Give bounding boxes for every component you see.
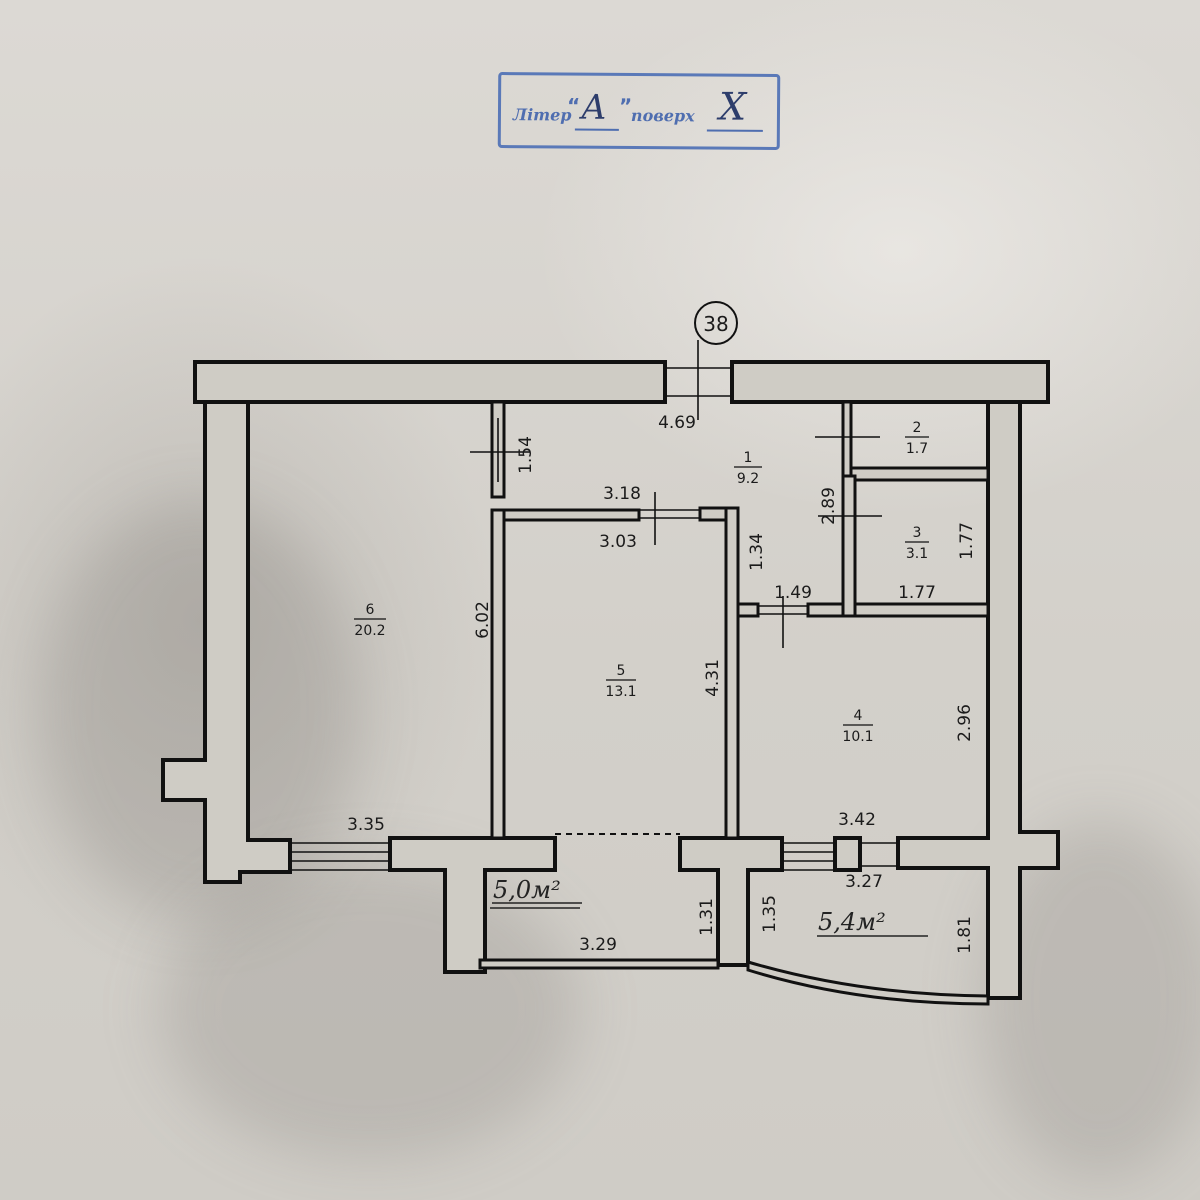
room-label-3: 3 3.1: [905, 525, 929, 562]
room-label-6: 6 20.2: [354, 602, 386, 639]
dimension-label: 3.42: [838, 810, 876, 830]
room-label-2: 2 1.7: [905, 420, 929, 457]
dimension-label: 4.69: [658, 413, 696, 433]
wall-top-left: [193, 360, 667, 404]
balcony-area-right: 5,4м²: [818, 908, 886, 936]
room-number: 1: [744, 450, 753, 466]
room-area: 13.1: [605, 684, 636, 700]
room-area: 10.1: [842, 729, 873, 745]
dimension-label: 3.18: [603, 484, 641, 504]
room-number: 6: [366, 602, 375, 618]
dimension-label: 1.34: [747, 533, 767, 571]
wall-bottom-pier: [833, 836, 862, 872]
wall-left: [161, 400, 292, 884]
dimension-label: 2.96: [955, 704, 975, 742]
wall-partition: [736, 602, 760, 618]
shadow-area: [160, 860, 580, 1160]
dimension-label: 1.49: [774, 583, 812, 603]
dimension-label: 3.29: [579, 935, 617, 955]
dimension-label: 2.89: [819, 487, 839, 525]
wall-partition: [502, 508, 641, 522]
dimension-label: 1.31: [697, 898, 717, 936]
balcony-left-rail: [478, 958, 720, 970]
dimension-label: 1.81: [955, 916, 975, 954]
room-area: 9.2: [737, 471, 759, 487]
dimension-label: 3.27: [845, 872, 883, 892]
room-number: 5: [617, 663, 626, 679]
balcony-right-rail: [746, 959, 990, 1006]
wall-right: [896, 400, 1060, 1000]
dimension-label: 1.77: [957, 522, 977, 560]
wall-partition: [806, 602, 990, 618]
wall-partition: [490, 508, 506, 840]
balcony-area-left: 5,0м²: [493, 876, 561, 904]
room-area: 3.1: [906, 546, 928, 562]
room-number: 2: [913, 420, 922, 436]
room-number: 3: [913, 525, 922, 541]
wall-partition: [841, 474, 857, 618]
room-label-5: 5 13.1: [605, 663, 636, 700]
room-area: 20.2: [354, 623, 385, 639]
dimension-label: 1.54: [516, 436, 536, 474]
room-label-4: 4 10.1: [842, 708, 873, 745]
wall-partition: [724, 506, 740, 840]
wall-top-right: [730, 360, 1050, 404]
apartment-number-circle: [694, 301, 738, 345]
wall-partition: [849, 466, 990, 482]
dimension-label: 6.02: [473, 601, 493, 639]
dimension-label: 1.77: [898, 583, 936, 603]
dimension-label: 4.31: [703, 659, 723, 697]
room-area: 1.7: [906, 441, 928, 457]
dimension-label: 3.03: [599, 532, 637, 552]
dimension-label: 3.35: [347, 815, 385, 835]
room-number: 4: [854, 708, 863, 724]
dimension-label: 1.35: [760, 895, 780, 933]
wall-bottom-left: [388, 836, 557, 974]
apartment-number: 38: [703, 312, 728, 336]
room-label-1: 1 9.2: [734, 450, 762, 487]
shadow-area: [40, 500, 360, 920]
